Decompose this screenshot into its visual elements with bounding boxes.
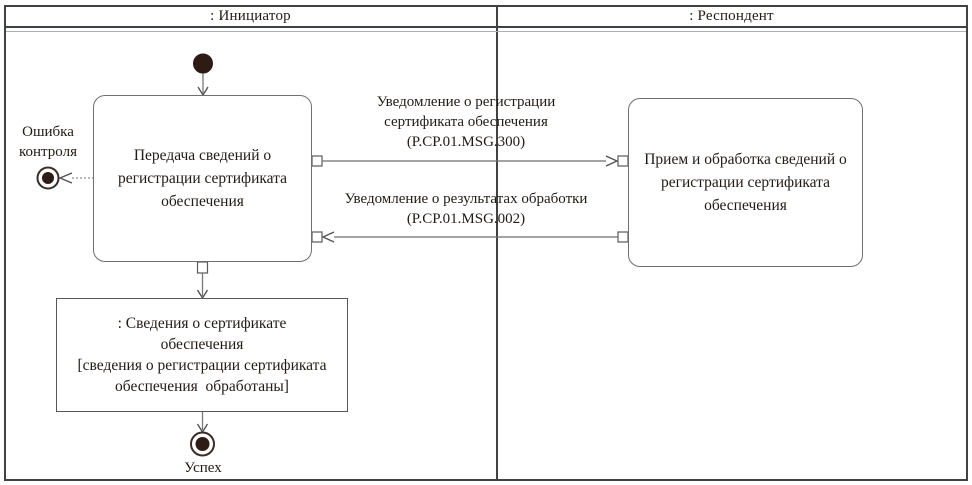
- error-terminal-label: Ошибка контроля: [6, 122, 90, 162]
- object-node-line1: : Сведения о сертификате: [117, 315, 287, 332]
- activity-initiator-line1: Передача сведений о: [133, 147, 272, 164]
- activity-initiator: Передача сведений о регистрации сертифик…: [93, 95, 312, 262]
- response-message-line1: Уведомление о результатах обработки: [344, 191, 588, 207]
- swimlane-divider: [496, 5, 498, 481]
- object-node-certificate-info: : Сведения о сертификате обеспечения [св…: [56, 298, 348, 412]
- response-message-line2: (P.CP.01.MSG.002): [406, 211, 526, 227]
- request-message-line3: (P.CP.01.MSG.300): [406, 134, 526, 150]
- activity-respondent-line1: Прием и обработка сведений о: [644, 151, 847, 168]
- header-rule-light: [6, 31, 966, 32]
- lane-header-respondent: : Респондент: [689, 8, 774, 24]
- response-message-label: Уведомление о результатах обработки (P.C…: [306, 189, 626, 229]
- activity-respondent-line2: регистрации сертификата: [660, 174, 831, 191]
- error-terminal-line1: Ошибка: [22, 124, 74, 140]
- activity-respondent: Прием и обработка сведений о регистрации…: [628, 98, 863, 267]
- activity-initiator-line2: регистрации сертификата: [117, 170, 288, 187]
- lane-header-initiator: : Инициатор: [210, 8, 291, 24]
- request-message-line1: Уведомление о регистрации: [376, 94, 556, 110]
- activity-respondent-line3: обеспечения: [704, 197, 787, 214]
- request-message-label: Уведомление о регистрации сертификата об…: [331, 92, 601, 152]
- object-node-line4: обеспечения обработаны]: [115, 378, 289, 395]
- header-bottom-border: [5, 26, 967, 28]
- object-node-line2: обеспечения: [160, 336, 244, 353]
- activity-initiator-line3: обеспечения: [161, 193, 244, 210]
- success-terminal-label: Успех: [184, 460, 222, 476]
- error-terminal-line2: контроля: [19, 144, 77, 160]
- request-message-line2: сертификата обеспечения: [384, 114, 548, 130]
- object-node-line3: [сведения о регистрации сертификата: [77, 357, 327, 374]
